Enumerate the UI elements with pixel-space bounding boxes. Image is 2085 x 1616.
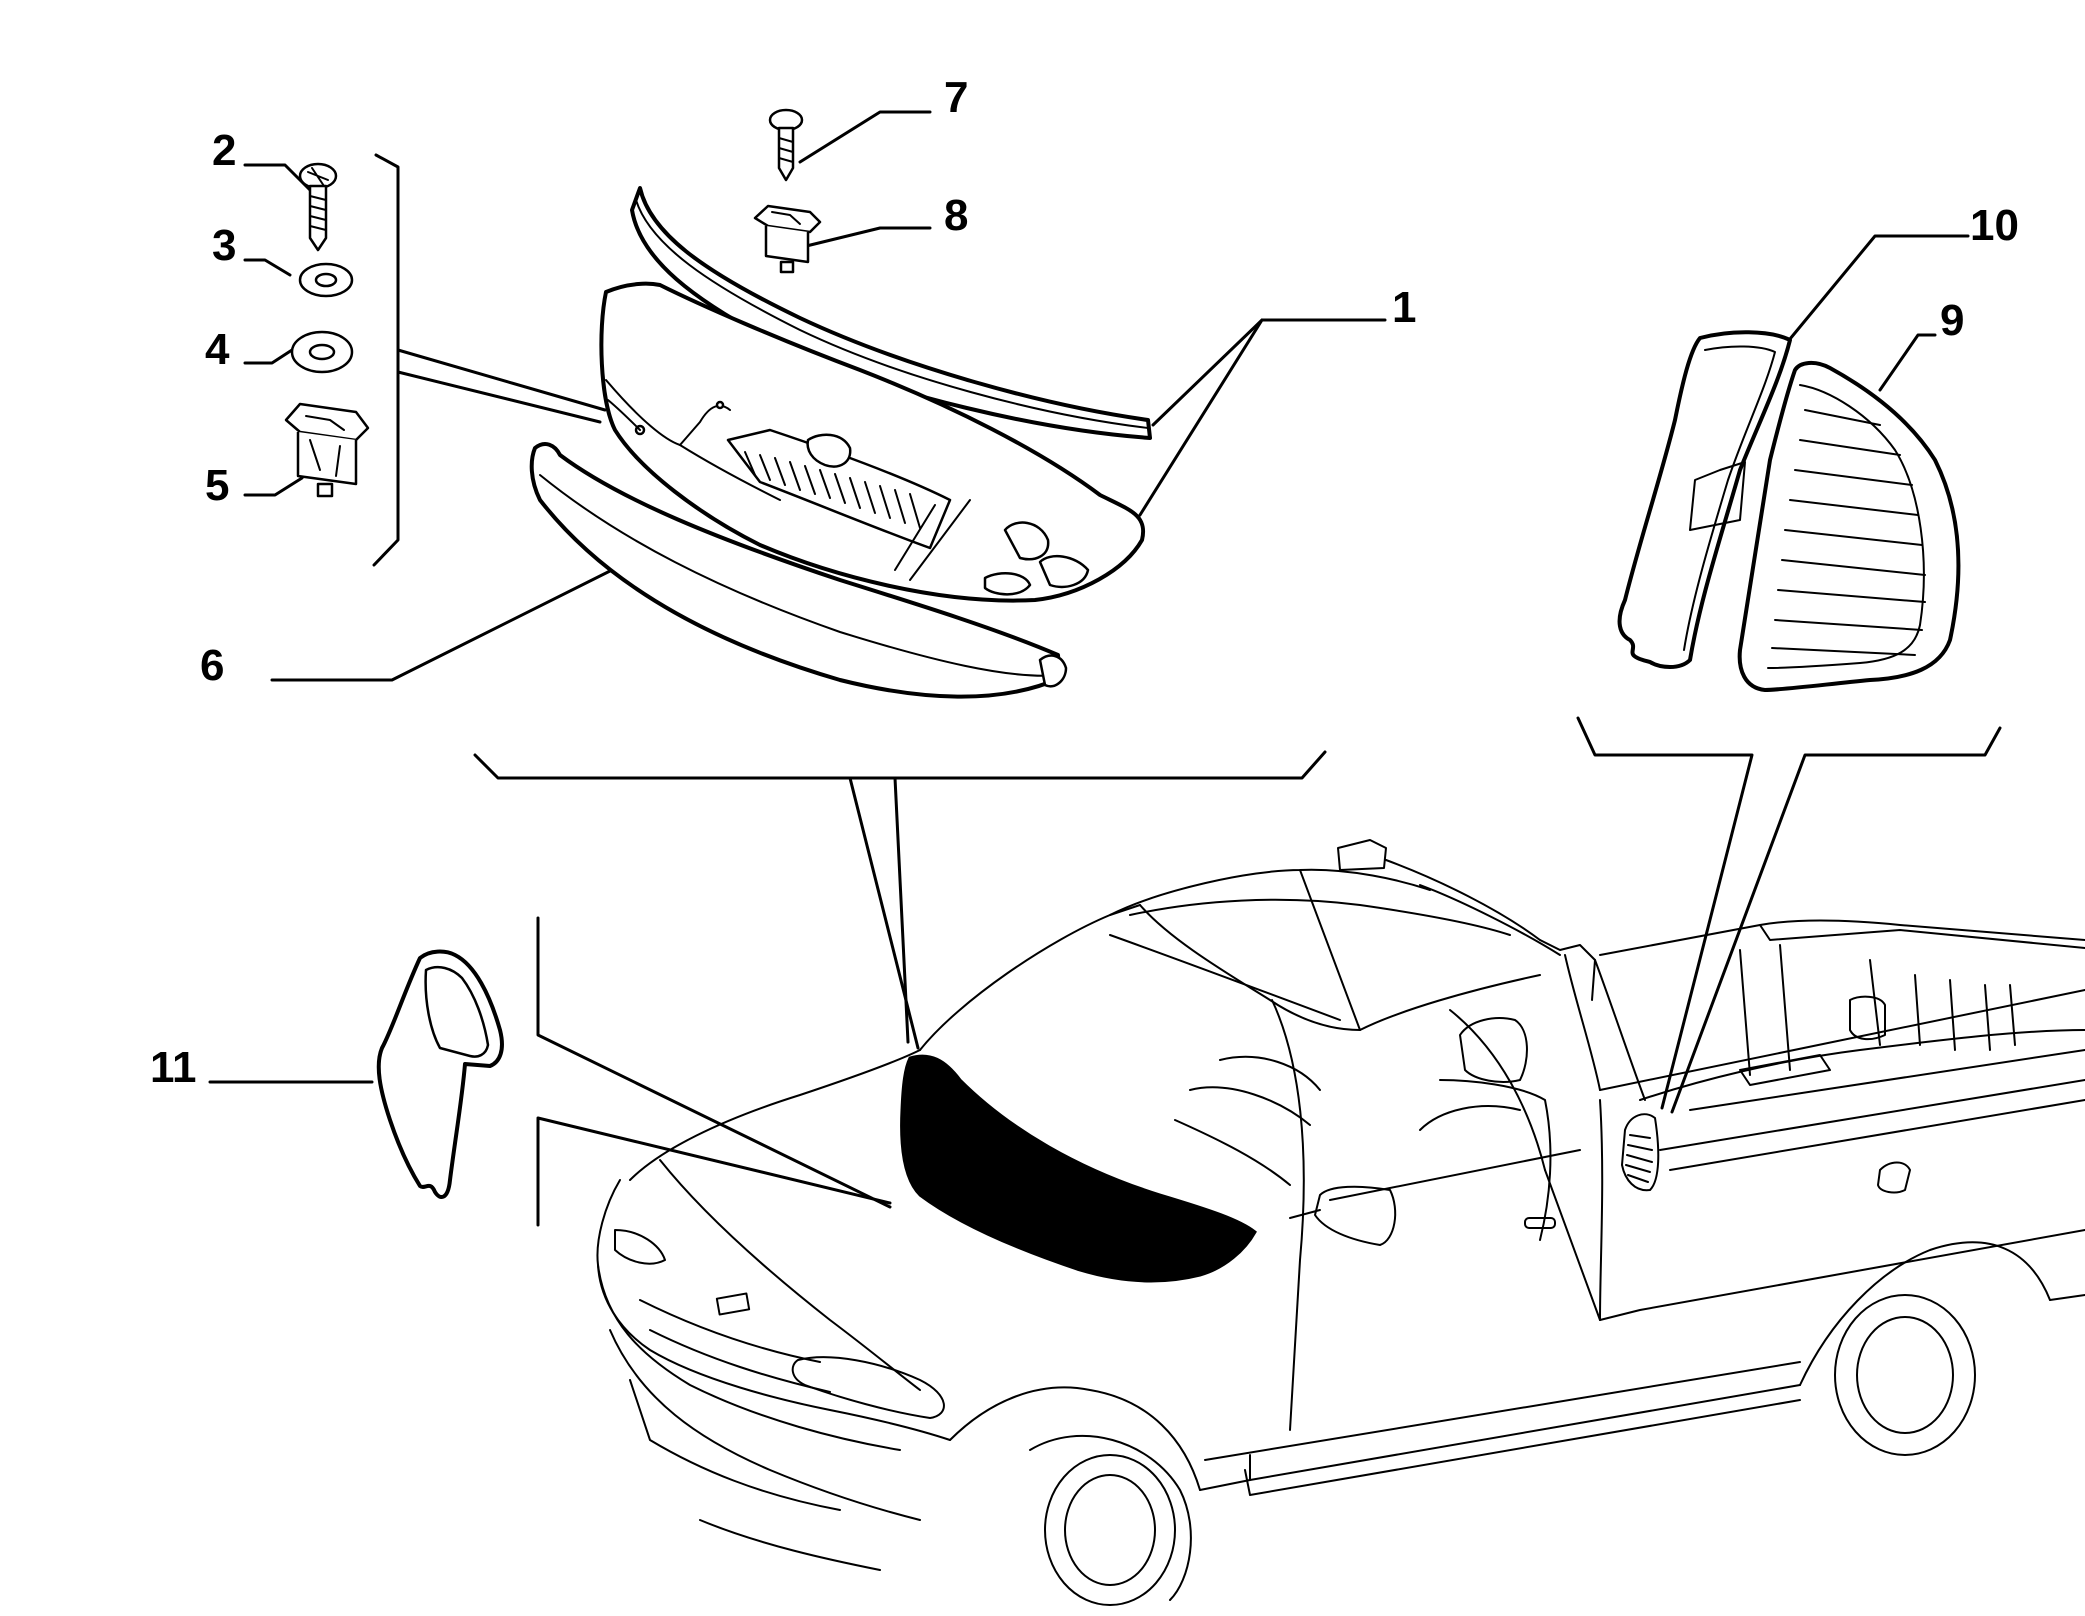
screw-7-icon (768, 108, 804, 182)
cowl-highlight-on-car (900, 1054, 1257, 1283)
callout-8[interactable]: 8 (944, 191, 968, 240)
callout-2[interactable]: 2 (212, 126, 236, 175)
upper-seal-strip (630, 186, 1152, 440)
callout-4[interactable]: 4 (205, 325, 230, 374)
callout-6[interactable]: 6 (200, 641, 224, 690)
clip-8-icon (753, 204, 822, 274)
grille-slots (744, 451, 921, 529)
callout-5[interactable]: 5 (205, 461, 229, 510)
washer-4-icon (290, 330, 354, 374)
pickup-truck-illustration (596, 839, 2085, 1606)
washer-3-icon (298, 262, 354, 298)
callout-9[interactable]: 9 (1940, 296, 1964, 345)
leader-lines (208, 110, 2002, 1227)
callout-3[interactable]: 3 (212, 221, 236, 270)
screw-2-icon (298, 162, 338, 252)
clip-5-icon (284, 402, 370, 498)
seal-11 (376, 949, 504, 1199)
air-vent-9 (1737, 361, 1961, 692)
vent-frame-10 (1617, 330, 1792, 669)
cowl-panel-1 (599, 281, 1146, 603)
callout-10[interactable]: 10 (1970, 201, 2019, 250)
callout-11[interactable]: 11 (150, 1043, 197, 1092)
lower-seal-strip-6 (529, 442, 1068, 699)
callout-1[interactable]: 1 (1392, 283, 1416, 332)
vent-louvers (1771, 409, 1926, 656)
callout-7[interactable]: 7 (944, 73, 968, 122)
